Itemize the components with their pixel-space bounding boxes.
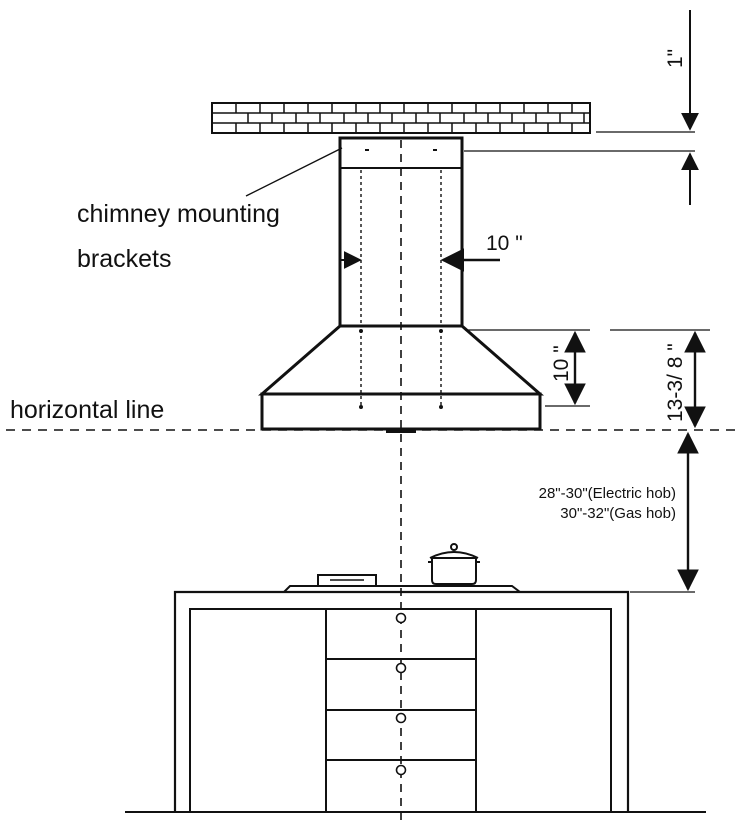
label-hood-inner-height: 10 " [550,345,573,382]
drawer-knob [395,764,407,776]
label-gas-hob-distance: 30"-32"(Gas hob) [560,505,676,522]
label-electric-hob-distance: 28"-30"(Electric hob) [539,485,676,502]
label-brackets: brackets [77,245,171,273]
drawer-knob [395,712,407,724]
label-horizontal-line: horizontal line [10,396,164,424]
label-top-gap: 1" [664,49,687,68]
hood [257,324,545,433]
ceiling-brick [211,102,591,134]
label-chimney-mounting: chimney mounting [77,200,280,228]
label-chimney-width: 10 " [486,232,523,255]
cooktop [283,574,521,593]
drawer-knob [395,662,407,674]
cabinet [173,590,630,813]
label-hood-outer-height: 13-3/ 8 " [664,343,687,422]
bracket-leader-line [245,147,343,197]
pot [428,543,480,585]
drawer-knob [395,612,407,624]
